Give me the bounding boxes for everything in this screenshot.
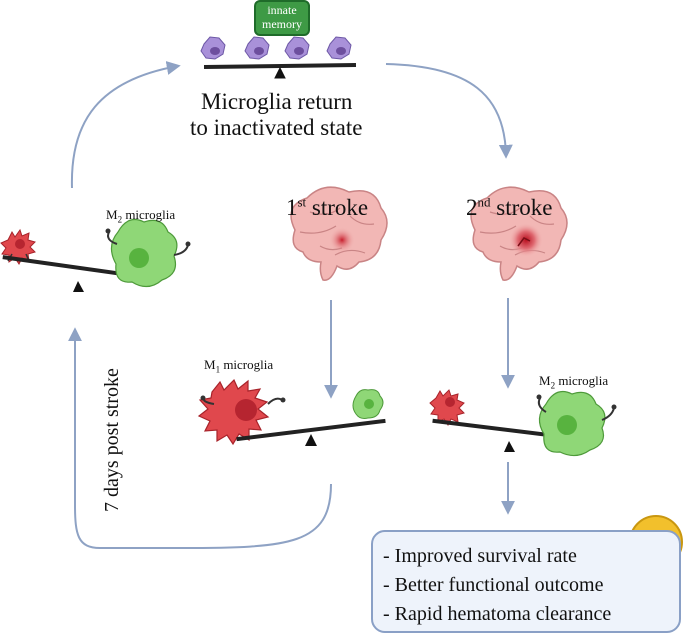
- badge-line-1: innate: [267, 3, 297, 18]
- outcomes-box: Improved survival rate Better functional…: [371, 530, 681, 633]
- resting-microglia-group: [200, 36, 352, 60]
- top-caption-line-2: to inactivated state: [190, 115, 363, 140]
- outcome-item: Better functional outcome: [383, 571, 679, 600]
- brain-second-stroke-icon: [470, 186, 568, 281]
- second-stroke-seesaw-fulcrum: [504, 441, 515, 452]
- outcome-item: Improved survival rate: [383, 542, 679, 571]
- first-stroke-seesaw-beam: [236, 418, 386, 442]
- arrow-left-to-top: [70, 61, 181, 189]
- m2-label-second-stroke: M2 microglia: [539, 373, 609, 391]
- top-seesaw-beam: [203, 62, 357, 70]
- resting-microglia-cell: [326, 36, 352, 60]
- left-seesaw-fulcrum: [73, 281, 84, 292]
- m1-label: M1 microglia: [204, 357, 274, 375]
- outcomes-list: Improved survival rate Better functional…: [383, 542, 679, 629]
- second-stroke-title: 2nd stroke: [466, 194, 553, 220]
- badge-line-2: memory: [262, 17, 302, 31]
- arrow-return-loop: [68, 327, 332, 549]
- small-m1-microglia-left: [0, 228, 36, 265]
- m2-microglia-second-stroke: [536, 391, 617, 457]
- resting-microglia-cell: [200, 36, 226, 60]
- small-m2-microglia-first-stroke: [352, 389, 384, 419]
- resting-microglia-cell: [284, 36, 310, 60]
- brain-first-stroke-icon: [290, 186, 388, 281]
- top-caption-line-1: Microglia return: [201, 89, 353, 114]
- m1-microglia-first-stroke: [197, 378, 286, 446]
- m2-microglia-left: [105, 219, 191, 288]
- first-stroke-seesaw-fulcrum: [305, 434, 317, 446]
- m2-label-left: M2 microglia: [106, 207, 176, 225]
- resting-microglia-cell: [244, 36, 270, 60]
- small-m1-microglia-second-stroke: [429, 389, 465, 426]
- first-stroke-title: 1st stroke: [286, 194, 369, 220]
- innate-memory-badge: innate memory: [254, 0, 310, 36]
- arrow-top-to-second-stroke: [385, 63, 513, 159]
- seven-days-post-stroke-label: 7 days post stroke: [101, 368, 123, 512]
- outcome-item: Rapid hematoma clearance: [383, 600, 679, 629]
- top-seesaw-fulcrum: [274, 66, 286, 79]
